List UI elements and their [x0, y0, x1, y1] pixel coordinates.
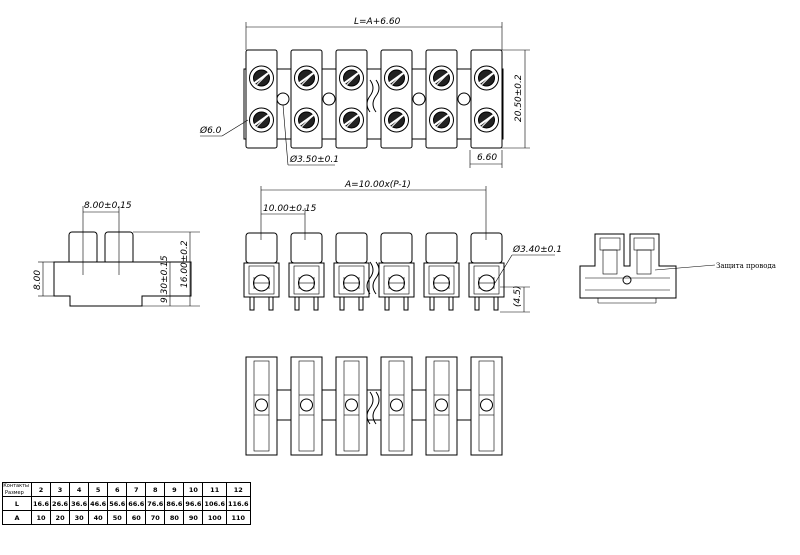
- dim-a-formula: A=10.00x(P-1): [344, 180, 411, 190]
- col-header: 8: [145, 482, 166, 497]
- bottom-hole-icon: [435, 398, 448, 412]
- row-label: L: [2, 496, 32, 511]
- col-header: 6: [107, 482, 128, 497]
- dim-side-height-mid: 9.30±0.15: [160, 255, 170, 303]
- dim-screw-dia: Ø6.0: [199, 125, 222, 136]
- dim-height-top: 20.50±0.2: [514, 74, 524, 122]
- col-header: 4: [69, 482, 90, 497]
- table-cell: 50: [107, 510, 128, 525]
- table-cell: 70: [145, 510, 166, 525]
- header-contacts: Контакты: [3, 483, 29, 489]
- pin: [429, 296, 435, 311]
- pin: [294, 296, 300, 311]
- table-cell: 86.6: [164, 496, 185, 511]
- terminal-cell: [380, 49, 413, 149]
- pin: [268, 296, 274, 311]
- table-cell: 60: [126, 510, 147, 525]
- pin: [358, 296, 364, 311]
- pin: [493, 296, 499, 311]
- table-cell: 20: [50, 510, 71, 525]
- col-header: 12: [225, 482, 251, 497]
- wire-protection-note: Защита провода: [716, 262, 776, 270]
- terminal-cell: [245, 49, 278, 149]
- bottom-hole-icon: [255, 398, 268, 412]
- col-header: 2: [30, 482, 52, 497]
- table-row-a: A 10 20 30 40 50 60 70 80 90 100 110: [2, 510, 251, 525]
- bottom-hole-icon: [480, 398, 493, 412]
- table-cell: 26.6: [50, 496, 71, 511]
- dim-pin-length: (4.5): [513, 286, 523, 307]
- front-view: A=10.00x(P-1) 10.00±0.15 Ø3.40±0.1 (4.5): [243, 180, 562, 313]
- col-header: 7: [126, 482, 147, 497]
- table-cell: 106.6: [202, 496, 227, 511]
- dim-end-width: 6.60: [477, 153, 497, 163]
- pin: [339, 296, 345, 311]
- bottom-hole-icon: [345, 398, 358, 412]
- table-cell: 90: [183, 510, 204, 525]
- col-header: 11: [202, 482, 227, 497]
- table-cell: 30: [69, 510, 90, 525]
- table-cell: 80: [164, 510, 185, 525]
- dim-side-height-total: 16.00±0.2: [180, 240, 190, 288]
- side-view: 8.00±0.15 8.00 9.30±0.15 16.00±0.2: [33, 201, 200, 307]
- pin: [448, 296, 454, 311]
- col-header: 3: [50, 482, 71, 497]
- bottom-view: [245, 356, 503, 456]
- header-size: Размер: [5, 490, 24, 496]
- terminal-cell: [290, 49, 323, 149]
- pin: [384, 296, 390, 311]
- screw-head: [380, 232, 413, 264]
- table-cell: 100: [202, 510, 227, 525]
- table-cell: 116.6: [225, 496, 251, 511]
- screw-head: [245, 232, 278, 264]
- section-view: Защита провода: [579, 233, 776, 304]
- table-cell: 56.6: [107, 496, 128, 511]
- table-cell: 16.6: [30, 496, 52, 511]
- table-row-l: L 16.6 26.6 36.6 46.6 56.6 66.6 76.6 86.…: [2, 496, 251, 511]
- spec-table: Контакты Размер 2 3 4 5 6 7 8 9 10 11 12…: [2, 482, 251, 525]
- terminal-cell: [425, 49, 458, 149]
- bottom-hole-icon: [390, 398, 403, 412]
- dim-hole-dia: Ø3.50±0.1: [289, 154, 339, 165]
- screw-head: [335, 232, 368, 264]
- screw-head: [290, 232, 323, 264]
- col-header: 5: [88, 482, 109, 497]
- table-cell: 10: [30, 510, 52, 525]
- table-cell: 96.6: [183, 496, 204, 511]
- table-cell: 66.6: [126, 496, 147, 511]
- pin: [249, 296, 255, 311]
- table-cell: 76.6: [145, 496, 166, 511]
- table-cell: 46.6: [88, 496, 109, 511]
- pin: [403, 296, 409, 311]
- terminal-cell: [335, 49, 368, 149]
- pin: [313, 296, 319, 311]
- dim-side-width: 8.00±0.15: [84, 201, 132, 211]
- dim-pitch: 10.00±0.15: [263, 204, 317, 214]
- col-header: 10: [183, 482, 204, 497]
- col-header: 9: [164, 482, 185, 497]
- table-corner: Контакты Размер: [2, 482, 32, 497]
- terminal-cell: [470, 49, 503, 149]
- table-cell: 110: [225, 510, 251, 525]
- row-label: A: [2, 510, 32, 525]
- bottom-hole-icon: [300, 398, 313, 412]
- pin: [474, 296, 480, 311]
- table-cell: 36.6: [69, 496, 90, 511]
- table-header-row: Контакты Размер 2 3 4 5 6 7 8 9 10 11 12: [2, 482, 251, 497]
- screw-head: [425, 232, 458, 264]
- top-view: L=A+6.60 20.50±0.2 6.60 Ø6.0 Ø3.50±0.1: [199, 17, 530, 168]
- dim-wire-hole: Ø3.40±0.1: [512, 244, 562, 255]
- dim-length: L=A+6.60: [354, 17, 401, 27]
- dim-side-height-left: 8.00: [33, 270, 43, 290]
- screw-head: [470, 232, 503, 264]
- table-cell: 40: [88, 510, 109, 525]
